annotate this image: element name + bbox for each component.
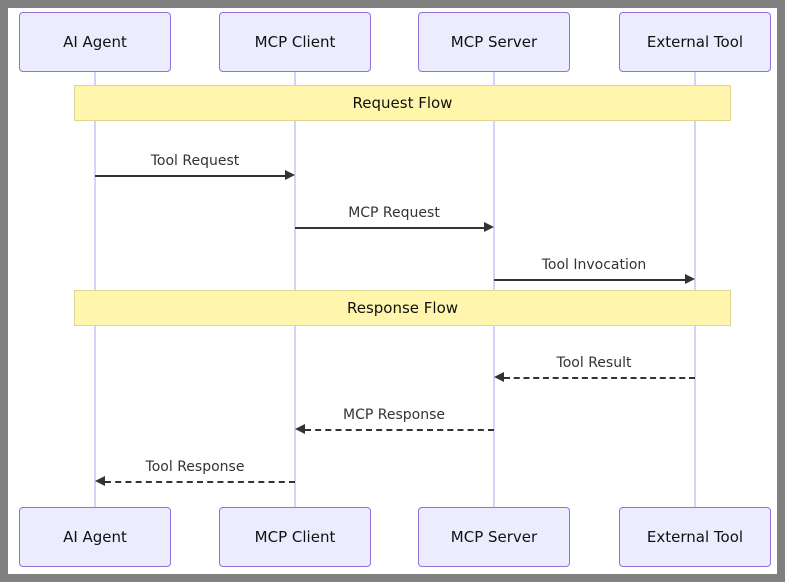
participant-box-external-tool-bottom[interactable]: External Tool (619, 507, 771, 567)
message-line-tool-result (504, 377, 695, 379)
message-label-tool-response: Tool Response (145, 459, 245, 475)
message-label-mcp-request: MCP Request (348, 205, 440, 221)
participant-label-external-tool-top: External Tool (646, 32, 744, 51)
arrowhead-right-mcp-request (484, 222, 494, 232)
participant-box-mcp-server-top[interactable]: MCP Server (418, 12, 570, 72)
participant-label-external-tool-bottom: External Tool (646, 527, 744, 546)
arrowhead-right-tool-invocation (685, 274, 695, 284)
participant-label-ai-agent-top: AI Agent (63, 32, 127, 51)
participant-box-ai-agent-top[interactable]: AI Agent (19, 12, 171, 72)
participant-label-mcp-server-top: MCP Server (450, 32, 538, 51)
arrowhead-left-tool-response (95, 476, 105, 486)
message-label-tool-request: Tool Request (150, 153, 240, 169)
participant-box-ai-agent-bottom[interactable]: AI Agent (19, 507, 171, 567)
arrowhead-left-tool-result (494, 372, 504, 382)
message-line-mcp-request (295, 227, 484, 229)
note-bar-request-flow: Request Flow (74, 85, 731, 121)
participant-box-external-tool-top[interactable]: External Tool (619, 12, 771, 72)
participant-box-mcp-client-top[interactable]: MCP Client (219, 12, 371, 72)
sequence-diagram-canvas: AI Agent MCP Client MCP Server External … (8, 8, 777, 574)
note-bar-response-flow: Response Flow (74, 290, 731, 326)
arrowhead-left-mcp-response (295, 424, 305, 434)
participant-label-mcp-client-top: MCP Client (254, 32, 336, 51)
message-line-tool-response (105, 481, 295, 483)
message-line-mcp-response (305, 429, 494, 431)
message-label-mcp-response: MCP Response (343, 407, 445, 423)
participant-label-ai-agent-bottom: AI Agent (63, 527, 127, 546)
participant-box-mcp-server-bottom[interactable]: MCP Server (418, 507, 570, 567)
note-label-request-flow: Request Flow (352, 93, 453, 112)
participant-label-mcp-server-bottom: MCP Server (450, 527, 538, 546)
note-label-response-flow: Response Flow (346, 298, 459, 317)
participant-label-mcp-client-bottom: MCP Client (254, 527, 336, 546)
participant-box-mcp-client-bottom[interactable]: MCP Client (219, 507, 371, 567)
message-line-tool-request (95, 175, 285, 177)
message-label-tool-invocation: Tool Invocation (541, 257, 647, 273)
message-label-tool-result: Tool Result (556, 355, 632, 371)
message-line-tool-invocation (494, 279, 685, 281)
arrowhead-right-tool-request (285, 170, 295, 180)
